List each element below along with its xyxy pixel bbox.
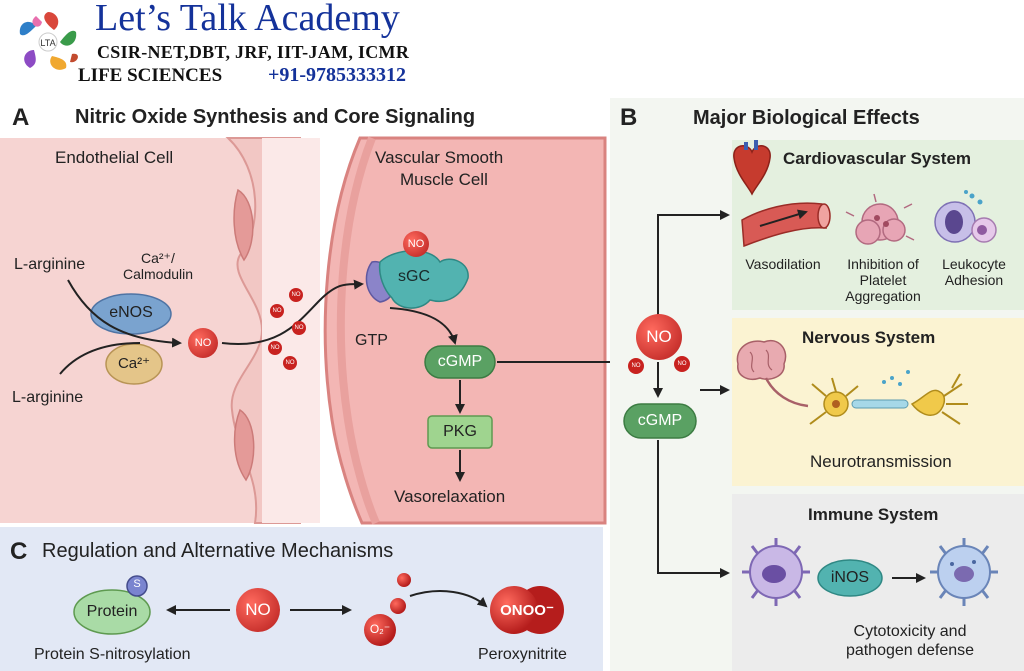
inos-label: iNOS — [830, 569, 870, 586]
no-ball-c: NO — [236, 588, 280, 632]
panel-a-letter: A — [12, 104, 30, 131]
l-arginine-bottom: L-arginine — [12, 389, 84, 406]
leukocyte-label: Leukocyte Adhesion — [924, 256, 1024, 288]
cytotoxicity-label: Cytotoxicity and pathogen defense — [820, 622, 1000, 660]
cgmp-pill-a — [424, 345, 496, 379]
neuron-icon — [809, 370, 968, 425]
peroxynitrite-formula: ONOO⁻ — [500, 602, 554, 619]
cgmp-pill-b — [623, 403, 697, 439]
ca-calmodulin-label-2: Calmodulin — [123, 266, 194, 282]
panel-a: A Nitric Oxide Synthesis and Core Signal… — [0, 100, 605, 525]
intercellular-gap — [262, 138, 320, 523]
no-small-1: NO — [289, 288, 303, 302]
subject-line: LIFE SCIENCES — [78, 65, 223, 86]
no-diffusion-arrow — [221, 279, 364, 346]
cgmp-label-a: cGMP — [437, 353, 483, 370]
no-small-3: NO — [292, 321, 306, 335]
phone-number: +91-9785333312 — [268, 64, 407, 86]
s-nitrosylation-label: Protein S-nitrosylation — [34, 646, 191, 663]
academy-name: Let’s Talk Academy — [95, 0, 400, 39]
cytotoxicity-label-2: pathogen defense — [845, 642, 975, 659]
l-arginine-top-curve — [67, 279, 182, 348]
cytotoxicity-label-1: Cytotoxicity and — [853, 623, 967, 640]
inos-ellipse — [817, 559, 883, 597]
endothelial-nucleus-1 — [233, 188, 254, 262]
no-small-b-2: NO — [674, 356, 690, 372]
peroxynitrite-circle-left — [490, 586, 538, 634]
platelet-icon — [845, 193, 915, 245]
immune-title: Immune System — [808, 505, 939, 524]
heart-icon — [733, 140, 771, 196]
panel-b-letter: B — [620, 104, 638, 131]
smooth-muscle-membrane-inner — [336, 136, 380, 525]
o2-label: O₂⁻ — [369, 622, 391, 636]
leukocyte-label-2: Adhesion — [944, 272, 1004, 288]
brain-icon — [736, 339, 809, 408]
gtp-to-cgmp-arrow — [389, 307, 458, 345]
sgc-label: sGC — [398, 268, 430, 285]
panel-a-title: Nitric Oxide Synthesis and Core Signalin… — [75, 106, 476, 128]
academy-logo: LTA — [19, 12, 78, 70]
vasorelaxation-label: Vasorelaxation — [394, 487, 506, 506]
no-ball-sgc: NO — [403, 231, 429, 257]
panel-c-title: Regulation and Alternative Mechanisms — [42, 540, 394, 562]
no-ball-b: NO — [636, 314, 682, 360]
smooth-muscle-label-1: Vascular Smooth — [375, 148, 504, 167]
l-arginine-top: L-arginine — [14, 256, 86, 273]
endothelial-nucleus-2 — [233, 408, 255, 482]
activated-macrophage-icon — [930, 538, 998, 606]
vasodilation-label: Vasodilation — [745, 256, 821, 272]
endothelial-cell-label: Endothelial Cell — [55, 148, 174, 167]
protein-ellipse — [73, 589, 151, 635]
cardio-title: Cardiovascular System — [783, 149, 972, 168]
o2-dot-2 — [390, 598, 406, 614]
smooth-muscle-cell-bg — [323, 136, 607, 525]
no-ball-endothelial: NO — [188, 328, 218, 358]
exams-line: CSIR-NET,DBT, JRF, IIT-JAM, ICMR — [97, 42, 410, 62]
gtp-label: GTP — [355, 332, 388, 349]
panel-c-letter: C — [10, 538, 28, 565]
cgmp-to-immune-arrow — [657, 440, 730, 578]
enos-label: eNOS — [109, 304, 153, 321]
platelet-label-2: Platelet — [859, 272, 907, 288]
pkg-rect — [427, 415, 493, 449]
no-small-4: NO — [268, 341, 282, 355]
protein-label: Protein — [86, 603, 138, 620]
pkg-label: PKG — [443, 423, 477, 440]
platelet-label: Inhibition of Platelet Aggregation — [828, 256, 938, 304]
o2-to-peroxynitrite-arrow — [409, 590, 488, 608]
s-circle — [126, 575, 148, 597]
macrophage-icon — [742, 538, 810, 606]
cgmp-label-b: cGMP — [637, 412, 683, 429]
platelet-label-1: Inhibition of — [847, 256, 919, 272]
no-small-5: NO — [283, 356, 297, 370]
no-small-b-1: NO — [628, 358, 644, 374]
logo-text: LTA — [40, 38, 55, 48]
header: LTA Let’s Talk Academy CSIR-NET,DBT, JRF… — [0, 0, 480, 92]
leukocyte-label-1: Leukocyte — [942, 256, 1006, 272]
panel-b-title: Major Biological Effects — [693, 107, 920, 129]
smooth-muscle-label-2: Muscle Cell — [400, 170, 488, 189]
platelet-label-3: Aggregation — [845, 288, 921, 304]
o2-dot-1 — [397, 573, 411, 587]
nervous-title: Nervous System — [802, 328, 936, 347]
no-to-cardio-arrow — [657, 210, 730, 318]
neurotransmission-label: Neurotransmission — [810, 452, 952, 471]
leukocyte-icon — [934, 190, 997, 243]
ca-calmodulin-label-1: Ca²⁺/ — [141, 250, 175, 266]
blood-vessel-icon — [741, 202, 831, 248]
sgc-teal-subunit — [378, 250, 469, 309]
s-label: S — [133, 578, 141, 590]
peroxynitrite-label: Peroxynitrite — [478, 646, 567, 663]
o2-circle — [364, 614, 396, 646]
ca2-label: Ca²⁺ — [117, 355, 151, 372]
no-small-2: NO — [270, 304, 284, 318]
l-arginine-bottom-curve — [59, 342, 141, 375]
